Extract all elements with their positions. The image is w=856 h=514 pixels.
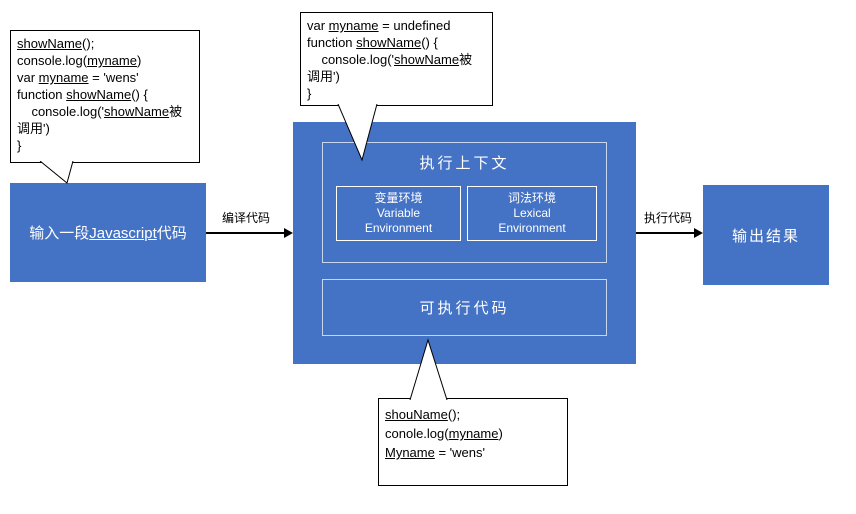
input-javascript-box: 输入一段Javascript代码: [10, 183, 206, 282]
execution-context-title: 执行上下文: [419, 155, 510, 172]
output-result-box: 输出结果: [703, 185, 829, 285]
compile-arrow: [206, 228, 293, 238]
source-code-callout: showName();console.log(myname)var myname…: [10, 30, 200, 163]
bottom-callout-tail: [409, 338, 448, 401]
top-callout-tail: [337, 104, 378, 162]
left-callout-tail: [39, 161, 74, 184]
compile-arrow-label: 编译代码: [222, 211, 271, 225]
execute-arrow: [636, 228, 703, 238]
executable-code-label: 可执行代码: [419, 300, 510, 317]
executable-code-callout: shouName();conole.log(myname)Myname = 'w…: [378, 398, 568, 486]
execute-arrow-label: 执行代码: [644, 211, 693, 225]
output-result-label: 输出结果: [731, 227, 800, 245]
executable-code-box: 可执行代码: [322, 279, 607, 336]
